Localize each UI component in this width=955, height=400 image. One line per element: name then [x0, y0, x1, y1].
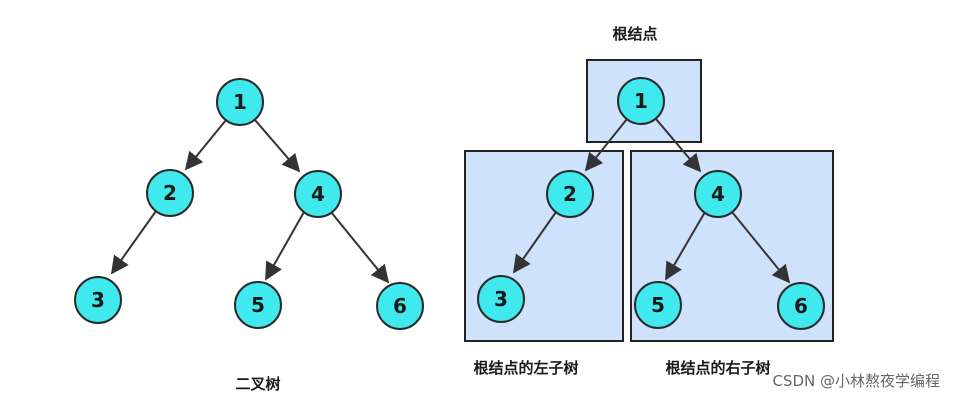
left-tree-caption: 二叉树 — [235, 375, 280, 393]
right-tree-edges — [512, 118, 791, 284]
edge-2-3 — [110, 210, 157, 275]
node-label: 4 — [311, 182, 325, 206]
node-label: 2 — [163, 181, 177, 205]
left-tree-node-2: 2 — [146, 169, 194, 217]
right-tree-node-6: 6 — [777, 282, 825, 330]
node-label: 3 — [91, 288, 105, 312]
node-label: 4 — [711, 182, 725, 206]
node-label: 5 — [651, 293, 665, 317]
left-tree-node-5: 5 — [234, 281, 282, 329]
node-label: 6 — [393, 294, 407, 318]
left-tree-edges — [110, 119, 390, 284]
right-tree-node-5: 5 — [634, 281, 682, 329]
node-label: 3 — [494, 287, 508, 311]
edge-1-2 — [584, 118, 628, 172]
edge-4-6 — [731, 211, 791, 284]
right-tree-node-1: 1 — [617, 77, 665, 125]
node-label: 1 — [634, 89, 648, 113]
right-tree-node-4: 4 — [694, 170, 742, 218]
edge-1-4 — [655, 118, 702, 173]
left-tree-node-3: 3 — [74, 276, 122, 324]
left-tree-node-4: 4 — [294, 170, 342, 218]
edge-1-2 — [184, 119, 227, 171]
right-tree-node-3: 3 — [477, 275, 525, 323]
node-label: 2 — [563, 182, 577, 206]
edge-4-5 — [665, 211, 706, 281]
right-subtree-caption: 根结点的右子树 — [665, 359, 770, 377]
root-caption: 根结点 — [612, 25, 657, 43]
node-label: 6 — [794, 294, 808, 318]
left-tree-node-1: 1 — [216, 78, 264, 126]
right-tree-node-2: 2 — [546, 170, 594, 218]
edge-2-3 — [512, 211, 557, 274]
csdn-watermark: CSDN @小林熬夜学编程 — [772, 372, 940, 390]
edge-4-5 — [265, 211, 305, 281]
node-label: 5 — [251, 293, 265, 317]
left-subtree-caption: 根结点的左子树 — [473, 359, 578, 377]
left-tree-node-6: 6 — [376, 282, 424, 330]
edge-4-6 — [330, 211, 390, 284]
node-label: 1 — [233, 90, 247, 114]
edge-1-4 — [254, 119, 301, 173]
